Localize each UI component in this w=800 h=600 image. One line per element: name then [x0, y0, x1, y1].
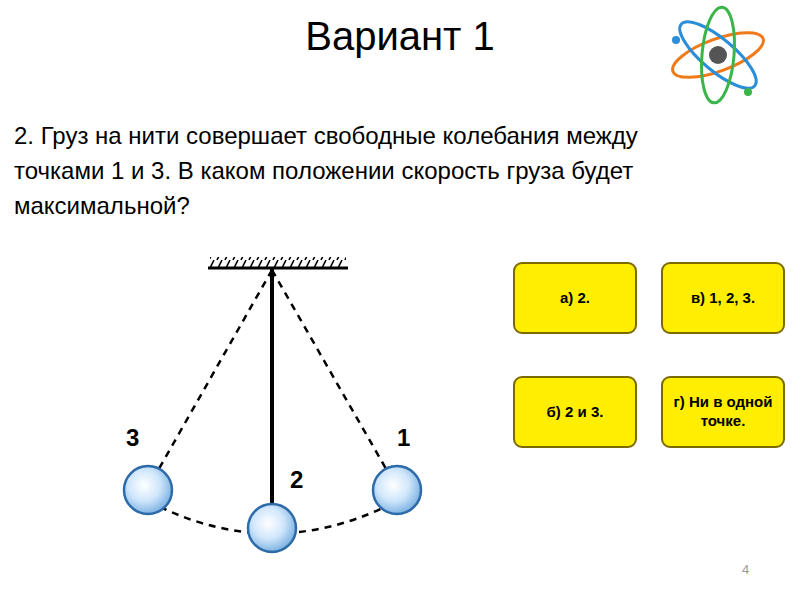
atom-logo	[667, 6, 768, 104]
page-number: 4	[742, 562, 749, 577]
point-number: 1	[397, 424, 410, 452]
pendulum-thread	[270, 268, 274, 506]
point-number: 3	[126, 424, 139, 452]
answer-text: в) 1, 2, 3.	[691, 289, 755, 308]
slide-title: Вариант 1	[0, 10, 800, 62]
point-number: 2	[290, 466, 303, 494]
answer-box: г) Ни в одной точке.	[661, 376, 785, 448]
pendulum-bobs	[124, 466, 421, 552]
answer-text: а) 2.	[560, 289, 590, 308]
answer-box: б) 2 и 3.	[513, 376, 637, 448]
answer-box: а) 2.	[513, 262, 637, 334]
answer-text: г) Ни в одной точке.	[671, 393, 775, 431]
answer-box: в) 1, 2, 3.	[661, 262, 785, 334]
answer-text: б) 2 и 3.	[547, 403, 604, 422]
ceiling-support	[208, 257, 348, 268]
question-text: 2. Груз на нити совершает свободные коле…	[14, 118, 664, 223]
